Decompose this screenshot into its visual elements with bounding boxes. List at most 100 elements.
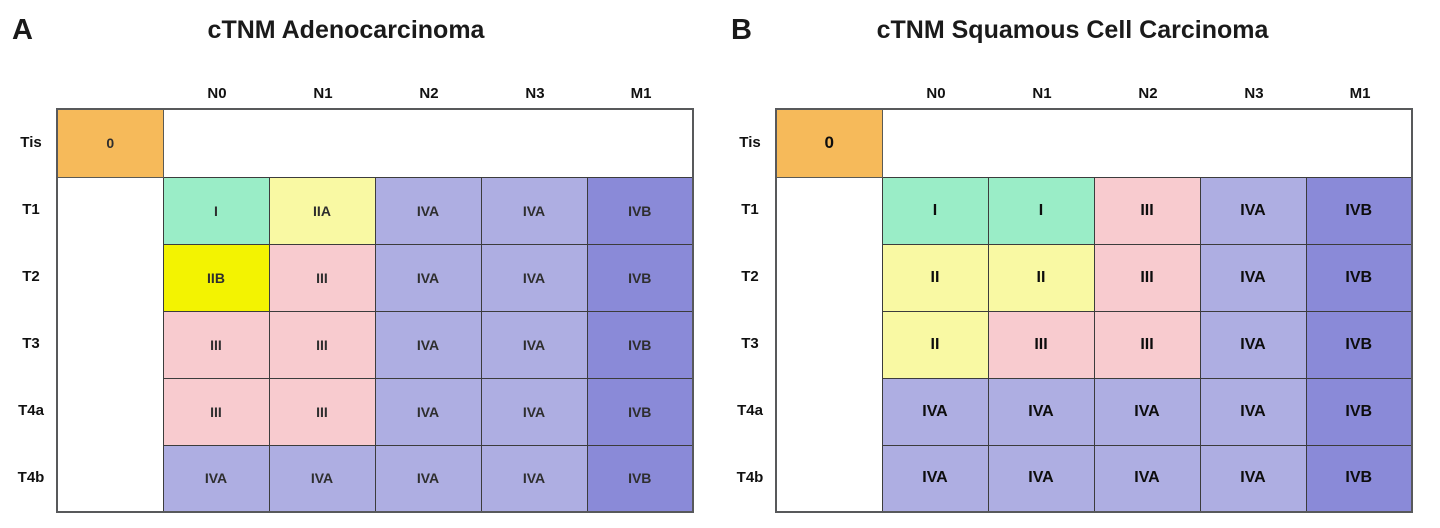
stage-cell: III bbox=[162, 377, 270, 446]
row-label-tis: Tis bbox=[739, 133, 761, 151]
stage-cell: IVA bbox=[480, 310, 588, 379]
stage-cell: IIB bbox=[162, 243, 270, 312]
stage-cell: IVB bbox=[586, 243, 694, 312]
stage-cell: IVA bbox=[374, 176, 482, 245]
empty-region-t-column bbox=[776, 177, 882, 512]
stage-cell-tis: 0 bbox=[56, 108, 164, 178]
stage-cell: IVA bbox=[1199, 176, 1307, 245]
stage-cell: IVA bbox=[374, 243, 482, 312]
stage-cell: IVB bbox=[586, 444, 694, 513]
row-label-t4a: T4a bbox=[737, 402, 763, 419]
stage-cell: IVA bbox=[881, 377, 989, 446]
column-headers-a: N0 N1 N2 N3 M1 bbox=[164, 78, 706, 102]
col-header-n0: N0 bbox=[207, 85, 227, 102]
panel-b-header: B cTNM Squamous Cell Carcinoma bbox=[725, 14, 1440, 60]
stage-cell: IVA bbox=[881, 444, 989, 513]
stage-cell: IVA bbox=[1199, 377, 1307, 446]
col-header-m1: M1 bbox=[630, 85, 652, 102]
row-label-t4b: T4b bbox=[17, 469, 45, 486]
stage-cell: I bbox=[987, 176, 1095, 245]
panel-squamous-cell-carcinoma: B cTNM Squamous Cell Carcinoma N0 N1 N2 N3 M… bbox=[706, 0, 1440, 528]
stage-cell: IVB bbox=[1305, 444, 1413, 513]
col-header-n1: N1 bbox=[313, 85, 333, 102]
row-label-t4a: T4a bbox=[18, 402, 44, 419]
stage-cell: III bbox=[987, 310, 1095, 379]
stage-cell: IVB bbox=[586, 176, 694, 245]
row-label-t2: T2 bbox=[741, 268, 759, 285]
row-label-t3: T3 bbox=[741, 335, 759, 352]
col-header-n3: N3 bbox=[525, 85, 545, 102]
table-row-tis: 0 bbox=[56, 108, 693, 178]
col-header-n2: N2 bbox=[419, 85, 439, 102]
col-header-n3: N3 bbox=[1244, 85, 1264, 102]
empty-region-tis-row bbox=[163, 109, 693, 177]
stage-cell: III bbox=[268, 243, 376, 312]
col-header-n1: N1 bbox=[1032, 85, 1052, 102]
row-label-t1: T1 bbox=[22, 201, 40, 218]
stage-cell: III bbox=[162, 310, 270, 379]
panel-a-header: A cTNM Adenocarcinoma bbox=[6, 14, 706, 60]
stage-cell: IVA bbox=[480, 243, 588, 312]
stage-cell: IVA bbox=[1199, 243, 1307, 312]
row-label-t3: T3 bbox=[22, 335, 40, 352]
stage-cell: IVA bbox=[268, 444, 376, 513]
stage-cell: I bbox=[162, 176, 270, 245]
stage-cell: II bbox=[987, 243, 1095, 312]
panel-label-b: B bbox=[731, 14, 753, 46]
stage-cell: IVA bbox=[374, 377, 482, 446]
stage-cell: IVB bbox=[1305, 377, 1413, 446]
empty-region-t-column bbox=[57, 177, 163, 512]
col-header-m1: M1 bbox=[1349, 85, 1371, 102]
panel-label-a: A bbox=[12, 14, 34, 46]
stage-cell: IVA bbox=[374, 444, 482, 513]
panel-title-squamous: cTNM Squamous Cell Carcinoma bbox=[876, 16, 1269, 44]
stage-cell: IVB bbox=[1305, 243, 1413, 312]
stage-cell: IVA bbox=[1199, 444, 1307, 513]
column-headers-b: N0 N1 N2 N3 M1 bbox=[883, 78, 1440, 102]
stage-cell: III bbox=[268, 377, 376, 446]
stage-cell: II bbox=[881, 243, 989, 312]
stage-cell: IVA bbox=[1199, 310, 1307, 379]
row-label-t4b: T4b bbox=[736, 469, 764, 486]
col-header-n0: N0 bbox=[926, 85, 946, 102]
stage-cell: IVB bbox=[1305, 176, 1413, 245]
stage-cell: IVA bbox=[987, 377, 1095, 446]
stage-cell: IVB bbox=[1305, 310, 1413, 379]
stage-cell: III bbox=[268, 310, 376, 379]
stage-cell: IVB bbox=[586, 310, 694, 379]
stage-cell: IIA bbox=[268, 176, 376, 245]
empty-region-tis-row bbox=[882, 109, 1412, 177]
stage-cell: III bbox=[1093, 310, 1201, 379]
row-label-tis: Tis bbox=[20, 133, 42, 151]
stage-cell: IVA bbox=[480, 377, 588, 446]
stage-cell: IVA bbox=[987, 444, 1095, 513]
stage-cell: IVA bbox=[480, 444, 588, 513]
stage-cell: III bbox=[1093, 243, 1201, 312]
row-label-t1: T1 bbox=[741, 201, 759, 218]
row-label-t2: T2 bbox=[22, 268, 40, 285]
col-header-n2: N2 bbox=[1138, 85, 1158, 102]
stage-cell: IVA bbox=[480, 176, 588, 245]
stage-cell: IVA bbox=[162, 444, 270, 513]
stage-cell: IVB bbox=[586, 377, 694, 446]
stage-cell: IVA bbox=[1093, 377, 1201, 446]
panel-title-adenocarcinoma: cTNM Adenocarcinoma bbox=[207, 16, 485, 44]
stage-cell: III bbox=[1093, 176, 1201, 245]
